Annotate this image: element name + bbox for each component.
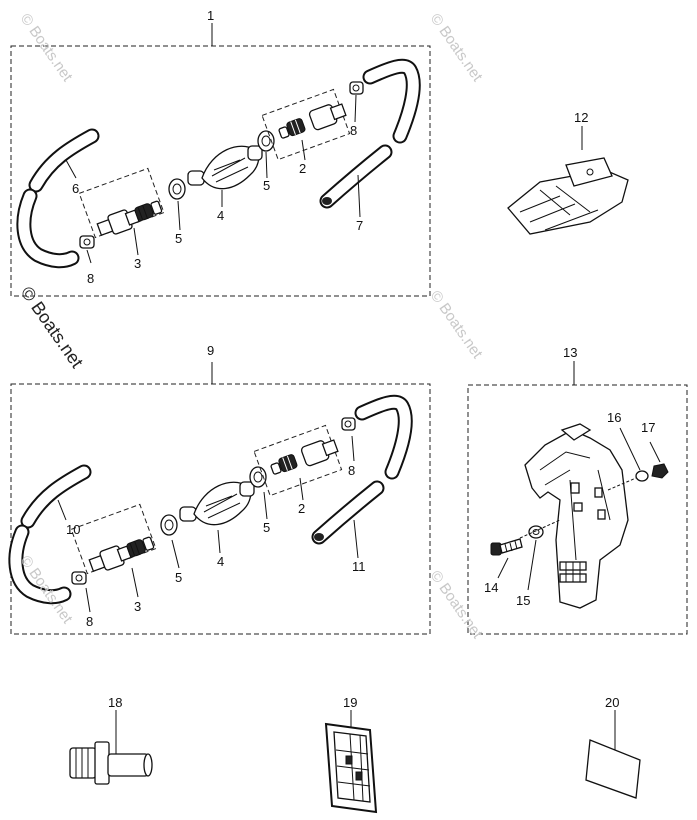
watermark: © Boats.net bbox=[427, 568, 486, 643]
callout-4: 4 bbox=[217, 554, 224, 569]
decal-part bbox=[324, 710, 378, 814]
watermark-dark: © Boats.net bbox=[17, 283, 87, 372]
callout-1: 1 bbox=[207, 8, 214, 23]
kit-13-frame bbox=[467, 384, 688, 635]
callout-7: 7 bbox=[356, 218, 363, 233]
callout-8: 8 bbox=[87, 271, 94, 286]
callout-2: 2 bbox=[298, 501, 305, 516]
callout-5: 5 bbox=[175, 231, 182, 246]
watermark: © Boats.net bbox=[427, 288, 486, 363]
callout-3: 3 bbox=[134, 256, 141, 271]
watermark: © Boats.net bbox=[17, 11, 76, 86]
callout-15: 15 bbox=[516, 593, 530, 608]
pouch-part bbox=[507, 126, 629, 235]
callout-16: 16 bbox=[607, 410, 621, 425]
hose-fitting-part bbox=[69, 710, 153, 785]
kit-9-frame bbox=[10, 383, 431, 635]
bracket-kit-13 bbox=[467, 361, 688, 635]
callout-18: 18 bbox=[108, 695, 122, 710]
callout-8: 8 bbox=[348, 463, 355, 478]
callout-11: 11 bbox=[352, 559, 366, 574]
callout-19: 19 bbox=[343, 695, 357, 710]
callout-14: 14 bbox=[484, 580, 498, 595]
callout-5: 5 bbox=[263, 178, 270, 193]
callout-8: 8 bbox=[350, 123, 357, 138]
fuel-line-kit-9 bbox=[10, 362, 431, 635]
callout-6: 6 bbox=[72, 181, 79, 196]
callout-12: 12 bbox=[574, 110, 588, 125]
callout-9: 9 bbox=[207, 343, 214, 358]
kit-1-frame bbox=[10, 45, 431, 297]
fuel-line-kit-1 bbox=[10, 23, 431, 297]
callout-2: 2 bbox=[299, 161, 306, 176]
callout-5: 5 bbox=[263, 520, 270, 535]
callout-8: 8 bbox=[86, 614, 93, 629]
callout-5: 5 bbox=[175, 570, 182, 585]
callout-3: 3 bbox=[134, 599, 141, 614]
card-part bbox=[585, 710, 641, 799]
callout-17: 17 bbox=[641, 420, 655, 435]
callout-10: 10 bbox=[66, 522, 80, 537]
callout-4: 4 bbox=[217, 208, 224, 223]
callout-13: 13 bbox=[563, 345, 577, 360]
callout-20: 20 bbox=[605, 695, 619, 710]
watermark: © Boats.net bbox=[427, 11, 486, 86]
